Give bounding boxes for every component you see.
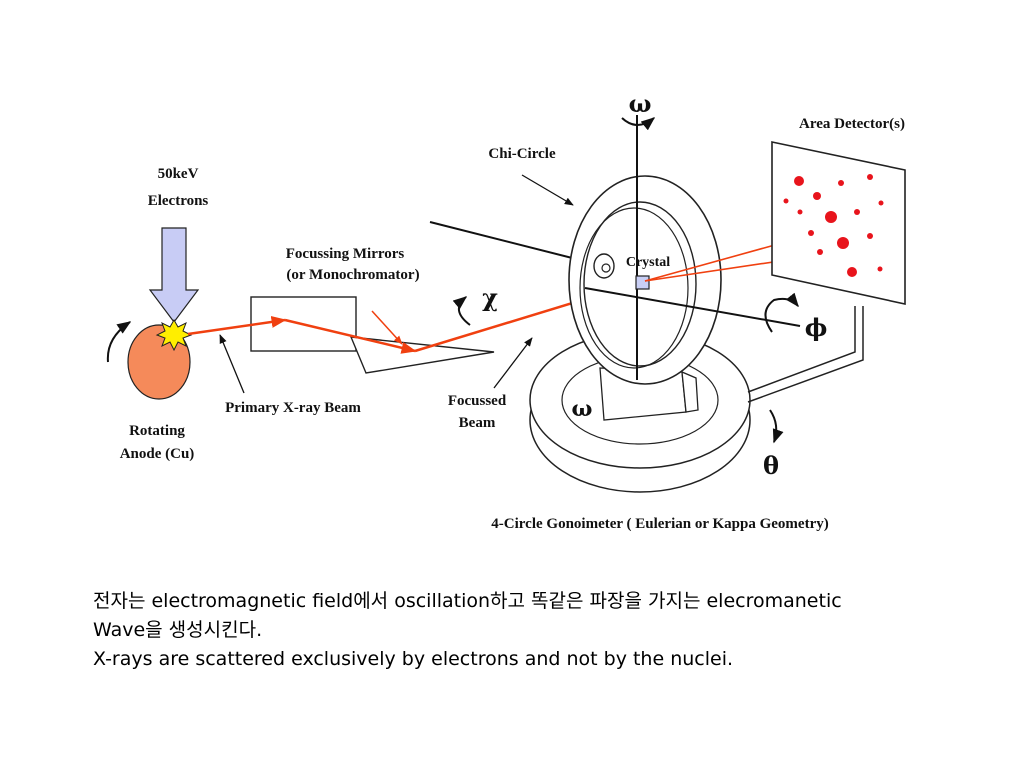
caption-line-3: X-rays are scattered exclusively by elec… [93,648,734,670]
area-detector [771,141,906,305]
detector-arm [747,306,856,393]
diffraction-spot [817,249,823,255]
beam-pointer-arrow [371,310,403,345]
detector-arm-inner [747,306,864,403]
incident-arm [429,221,589,263]
spark-icon [155,318,193,352]
label-chi: χ [482,283,498,312]
rotation-arrow-icon [106,321,132,363]
label-beam: Beam [459,415,496,431]
diffraction-spot [867,174,873,180]
label-chi-circle: Chi-Circle [488,146,556,162]
diffraction-spot [813,192,821,200]
diffraction-spot [837,237,849,249]
diffraction-spot [797,209,803,215]
label-primary-beam: Primary X-ray Beam [225,400,361,416]
chi-circle-pointer [521,174,574,206]
crystal [635,275,650,290]
caption: 전자는 electromagnetic field에서 oscillation하… [93,587,993,674]
label-focussing-mirrors: Focussing Mirrors [286,246,405,262]
diffraction-spot [878,200,884,206]
focussed-beam-pointer [493,337,533,389]
omega-block-side [681,370,699,413]
label-anode: Anode (Cu) [120,446,195,462]
label-crystal: Crystal [626,255,670,270]
monochromator-wedge [349,336,495,374]
label-theta: θ [763,451,779,480]
label-monochromator: (or Monochromator) [286,267,419,283]
diffraction-spot [838,180,844,186]
mirror-beam [284,318,417,354]
caption-line-1: 전자는 electromagnetic field에서 oscillation하… [93,590,842,612]
diffraction-spot [794,176,804,186]
label-area-detector: Area Detector(s) [799,116,905,132]
primary-beam-pointer [219,334,245,394]
label-rotating: Rotating [129,423,185,439]
label-electrons: Electrons [148,193,209,209]
label-omega-base: ω [572,396,593,422]
omega-rotation-arrow-icon [621,117,656,131]
caption-line-2: Wave을 생성시킨다. [93,619,263,641]
diffraction-spot [854,209,860,215]
phi-rotation-arrow-icon [764,292,799,333]
chi-rotation-arrow-icon [452,296,471,326]
chi-circle-edge [579,207,689,369]
label-focussed: Focussed [448,393,507,409]
detector-spots [783,174,884,277]
label-goniometer: 4-Circle Gonoimeter ( Eulerian or Kappa … [491,516,828,532]
diffraction-spot [847,267,857,277]
label-phi: ϕ [805,313,828,342]
diffraction-spot [867,233,873,239]
diffraction-spot [808,230,814,236]
diffraction-spot [825,211,837,223]
phi-head-center [601,263,611,273]
primary-xray-beam [187,315,287,336]
electron-beam-arrow [148,227,200,323]
label-omega-top: ω [629,89,652,118]
diffraction-spot [877,266,883,272]
theta-rotation-arrow-icon [769,409,784,444]
diffraction-spot [783,198,789,204]
label-electron-energy: 50keV [158,166,199,182]
phi-axis [584,287,801,327]
